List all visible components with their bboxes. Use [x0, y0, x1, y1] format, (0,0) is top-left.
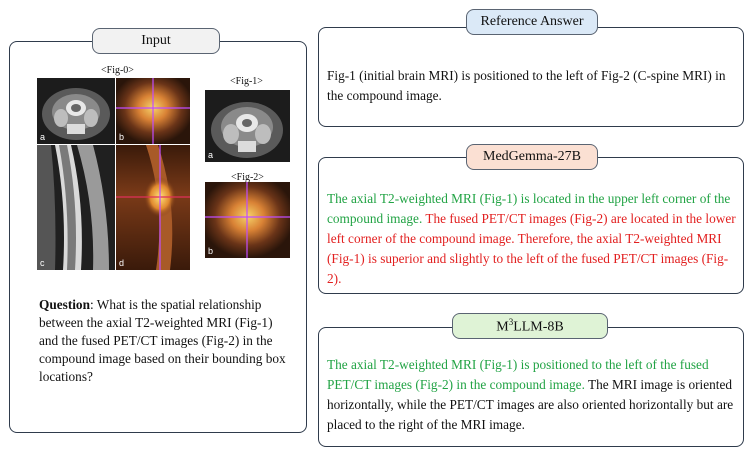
medgemma-incorrect-text: The fused PET/CT images (Fig-2) are loca…	[327, 211, 736, 286]
question-label: Question	[39, 297, 90, 312]
fig0-label: <Fig-0>	[101, 65, 134, 76]
fig0-panel-a-image: a	[37, 78, 115, 144]
fig1-label: <Fig-1>	[230, 76, 263, 87]
fig2-label: <Fig-2>	[231, 172, 264, 183]
sagittal-mri-c-graphic	[37, 145, 115, 270]
medgemma-answer-text: The axial T2-weighted MRI (Fig-1) is loc…	[327, 189, 737, 289]
fig2-letter: b	[208, 246, 214, 256]
m3llm-title-prefix: M	[496, 319, 509, 335]
fig2-image: b	[205, 182, 290, 258]
question-text-block: Question: What is the spatial relationsh…	[39, 296, 289, 386]
medgemma-title: MedGemma-27B	[483, 149, 581, 164]
m3llm-answer-text: The axial T2-weighted MRI (Fig-1) is pos…	[327, 355, 737, 435]
m3llm-title-tab: M3LLM-8B	[452, 313, 608, 339]
input-title-tab: Input	[92, 28, 220, 54]
m3llm-correct-text: The axial T2-weighted MRI (Fig-1) is pos…	[327, 357, 709, 392]
fig0-letter-d: d	[119, 258, 125, 268]
fig0-letter-a: a	[40, 132, 46, 142]
m3llm-title: M3LLM-8B	[496, 317, 564, 336]
fig0-panel-b-image: b	[116, 78, 190, 144]
m3llm-extra-text: The MRI image is oriented horizontally, …	[327, 377, 734, 432]
fig0-panel-d-image: d	[116, 145, 190, 270]
axial-mri-a-graphic	[37, 78, 115, 144]
fig0-letter-c: c	[40, 258, 45, 268]
pet-ct-b-graphic	[116, 78, 190, 144]
reference-panel	[318, 27, 744, 127]
medgemma-correct-text: The axial T2-weighted MRI (Fig-1) is loc…	[327, 191, 731, 226]
fig1-axial-mri-graphic	[205, 90, 290, 162]
m3llm-panel	[318, 327, 744, 447]
fig0-panel-c-image: c	[37, 145, 115, 270]
m3llm-title-suffix: LLM-8B	[513, 319, 564, 335]
fig2-pet-ct-graphic	[205, 182, 290, 258]
reference-title: Reference Answer	[480, 14, 584, 29]
reference-answer-text: Fig-1 (initial brain MRI) is positioned …	[327, 68, 726, 103]
fig1-image: a	[205, 90, 290, 162]
sagittal-pet-d-graphic	[116, 145, 190, 270]
medgemma-title-tab: MedGemma-27B	[466, 144, 598, 170]
fig1-letter: a	[208, 150, 214, 160]
question-body: : What is the spatial relationship betwe…	[39, 297, 286, 384]
input-title: Input	[141, 33, 171, 48]
m3llm-title-sup: 3	[508, 316, 514, 327]
reference-title-tab: Reference Answer	[466, 9, 598, 35]
fig0-letter-b: b	[119, 132, 125, 142]
